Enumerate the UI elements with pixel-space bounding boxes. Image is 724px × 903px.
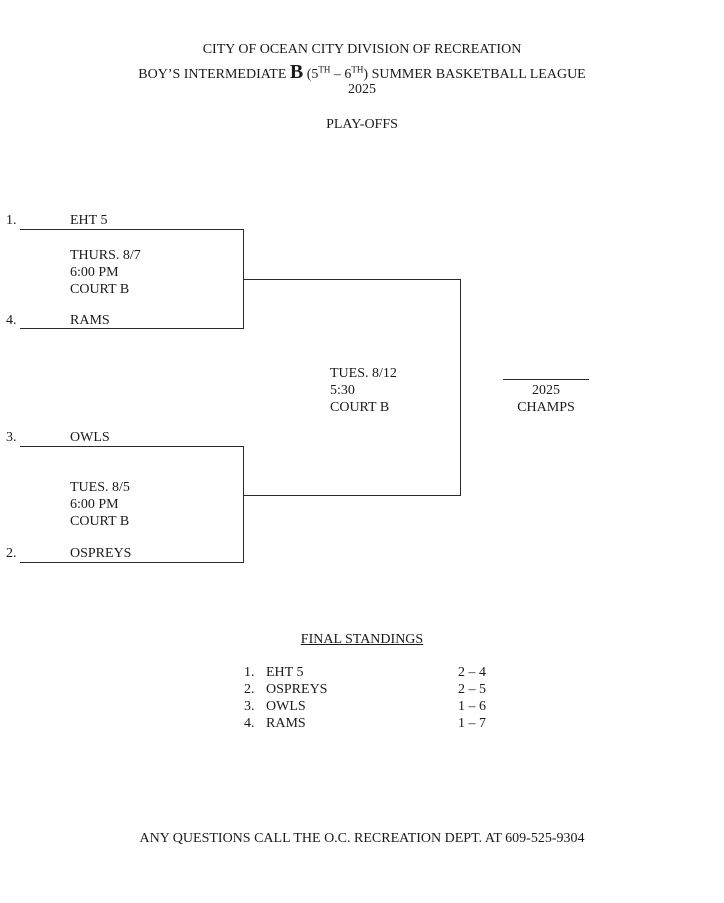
seed-2: 2. [6, 546, 17, 561]
standings-rank: 4. [244, 716, 255, 731]
team-ospreys: OSPREYS [70, 546, 132, 561]
seed-3: 3. [6, 430, 17, 445]
bracket-line-winner2 [243, 495, 461, 496]
bracket-line-game2-vertical [243, 446, 244, 563]
bracket-line-game2-bottom [20, 562, 244, 563]
bracket-line-game1-bottom [20, 328, 244, 329]
standings-record: 2 – 5 [458, 682, 486, 697]
header-grade-open: (5 [303, 67, 319, 82]
header-year: 2025 [348, 82, 376, 97]
champ-year: 2025 [532, 383, 560, 398]
team-rams: RAMS [70, 313, 110, 328]
bracket-line-final-vertical [460, 279, 461, 496]
game1-court: COURT B [70, 282, 130, 297]
seed-1: 1. [6, 213, 17, 228]
standings-record: 1 – 6 [458, 699, 486, 714]
standings-title: FINAL STANDINGS [300, 632, 424, 647]
page-subtitle: PLAY-OFFS [326, 117, 398, 132]
bracket-line-winner1 [243, 279, 461, 280]
game1-time: 6:00 PM [70, 265, 119, 280]
game2-time: 6:00 PM [70, 497, 119, 512]
header-grade-dash: – 6 [330, 67, 352, 82]
header-line-1: CITY OF OCEAN CITY DIVISION OF RECREATIO… [202, 42, 522, 57]
final-court: COURT B [330, 400, 390, 415]
header-line-2-prefix: BOY’S INTERMEDIATE [138, 67, 290, 82]
standings-team: OSPREYS [266, 682, 328, 697]
standings-row: 4. RAMS [244, 716, 306, 732]
header-line-2: BOY’S INTERMEDIATE B (5TH – 6TH) SUMMER … [0, 61, 724, 84]
bracket-line-game2-top [20, 446, 244, 447]
champion-line [503, 379, 589, 380]
standings-team: OWLS [266, 699, 306, 714]
bracket-line-game1-top [20, 229, 244, 230]
standings-record: 1 – 7 [458, 716, 486, 731]
game2-court: COURT B [70, 514, 130, 529]
standings-rank: 3. [244, 699, 255, 714]
header-line-2-suffix: ) SUMMER BASKETBALL LEAGUE [363, 67, 586, 82]
division-letter: B [289, 61, 304, 83]
standings-record: 2 – 4 [458, 665, 486, 680]
team-eht5: EHT 5 [70, 213, 108, 228]
game2-date: TUES. 8/5 [70, 480, 130, 495]
footer-contact: ANY QUESTIONS CALL THE O.C. RECREATION D… [139, 831, 585, 846]
game1-date: THURS. 8/7 [70, 248, 141, 263]
standings-rank: 2. [244, 682, 255, 697]
header-sup-1: TH [318, 64, 331, 75]
standings-row: 3. OWLS [244, 699, 306, 715]
header-sup-2: TH [351, 64, 364, 75]
standings-row: 1. EHT 5 [244, 665, 303, 681]
champ-label: CHAMPS [517, 400, 575, 415]
seed-4: 4. [6, 313, 17, 328]
standings-team: RAMS [266, 716, 306, 731]
standings-team: EHT 5 [266, 665, 304, 680]
final-date: TUES. 8/12 [330, 366, 397, 381]
final-time: 5:30 [330, 383, 355, 398]
standings-rank: 1. [244, 665, 255, 680]
standings-row: 2. OSPREYS [244, 682, 327, 698]
team-owls: OWLS [70, 430, 110, 445]
